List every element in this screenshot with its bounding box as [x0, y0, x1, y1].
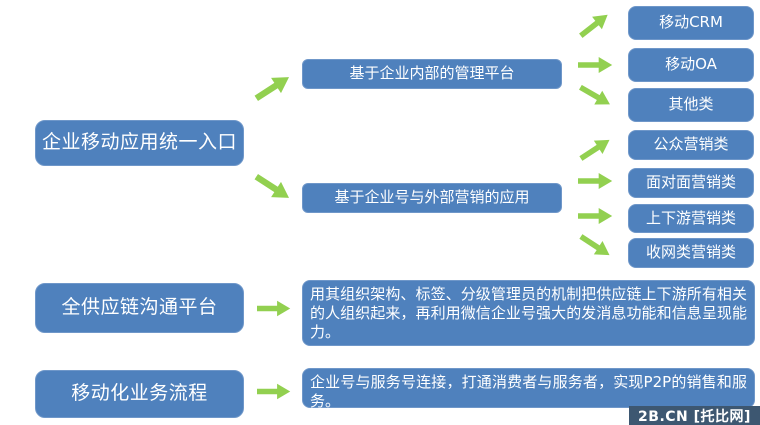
arrow-right-icon: [578, 207, 613, 225]
node-unified-mobile-entry: 企业移动应用统一入口: [35, 120, 244, 166]
node-mobile-crm: 移动CRM: [628, 6, 754, 40]
node-face-to-face-marketing: 面对面营销类: [628, 168, 754, 198]
arrow-down-right-icon: [576, 79, 615, 112]
description-supply-chain: 用其组织架构、标签、分级管理员的机制把供应链上下游所有相关的人组织起来，再利用微…: [302, 280, 755, 346]
arrow-up-right-icon: [575, 7, 614, 43]
node-public-marketing: 公众营销类: [628, 130, 754, 160]
watermark-badge: 2B.CN [托比网]: [629, 406, 760, 425]
arrow-right-icon: [578, 172, 613, 190]
arrow-down-right-icon: [576, 229, 615, 263]
node-internal-management-platform: 基于企业内部的管理平台: [302, 59, 562, 89]
node-net-closing-marketing: 收网类营销类: [628, 238, 754, 268]
description-business-process: 企业号与服务号连接，打通消费者与服务者，实现P2P的销售和服务。: [302, 368, 755, 410]
node-other-category: 其他类: [628, 88, 754, 122]
arrow-up-right-icon: [251, 68, 296, 107]
arrow-right-icon: [578, 56, 613, 74]
arrow-down-right-icon: [251, 168, 296, 207]
arrow-right-icon: [255, 300, 293, 317]
node-upstream-downstream-marketing: 上下游营销类: [628, 204, 754, 233]
node-mobile-oa: 移动OA: [628, 48, 754, 82]
arrow-up-right-icon: [576, 132, 615, 166]
node-supply-chain-platform: 全供应链沟通平台: [35, 283, 244, 333]
node-external-marketing-apps: 基于企业号与外部营销的应用: [302, 183, 562, 213]
node-mobile-business-process: 移动化业务流程: [35, 370, 244, 418]
arrow-right-icon: [255, 383, 293, 400]
